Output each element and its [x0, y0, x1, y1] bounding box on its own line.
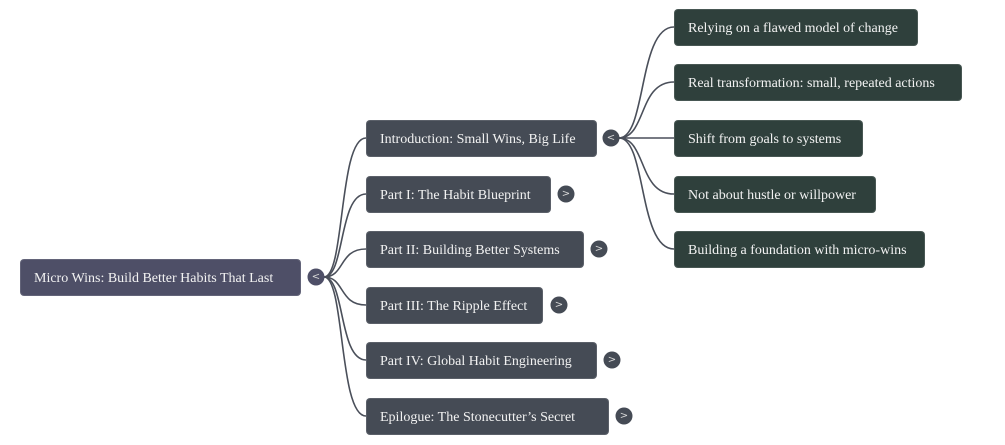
chapter-to-topic-link: [618, 26, 675, 139]
root-to-chapter-link: [323, 193, 367, 278]
chapter-to-topic-link: [618, 81, 675, 139]
topic-node[interactable]: Not about hustle or willpower: [674, 176, 876, 213]
topic-node[interactable]: Shift from goals to systems: [674, 120, 863, 157]
root-to-chapter-link: [323, 276, 367, 306]
chapter-expand-toggle[interactable]: >: [550, 296, 568, 314]
root-to-chapter-link: [323, 248, 367, 278]
root-label: Micro Wins: Build Better Habits That Las…: [34, 271, 274, 286]
topic-label: Not about hustle or willpower: [688, 188, 856, 203]
chapter-node-part-4[interactable]: Part IV: Global Habit Engineering: [366, 342, 597, 379]
root-to-chapter-link: [323, 137, 367, 278]
chapter-node-introduction[interactable]: Introduction: Small Wins, Big Life: [366, 120, 597, 157]
topic-node[interactable]: Real transformation: small, repeated act…: [674, 64, 962, 101]
chapter-label: Part III: The Ripple Effect: [380, 299, 528, 314]
chapter-expand-toggle[interactable]: >: [603, 351, 621, 369]
chapter-node-part-3[interactable]: Part III: The Ripple Effect: [366, 287, 543, 324]
chapter-expand-toggle[interactable]: >: [615, 407, 633, 425]
chapter-label: Introduction: Small Wins, Big Life: [380, 132, 576, 147]
chapter-label: Part II: Building Better Systems: [380, 243, 560, 258]
chapter-to-topic-link: [618, 137, 675, 195]
chapter-label: Part IV: Global Habit Engineering: [380, 354, 572, 369]
topic-node[interactable]: Building a foundation with micro-wins: [674, 231, 925, 268]
topic-label: Real transformation: small, repeated act…: [688, 76, 935, 91]
chapter-node-part-1[interactable]: Part I: The Habit Blueprint: [366, 176, 551, 213]
topic-label: Shift from goals to systems: [688, 132, 842, 147]
topic-label: Building a foundation with micro-wins: [688, 243, 907, 258]
chapter-node-epilogue[interactable]: Epilogue: The Stonecutter’s Secret: [366, 398, 609, 435]
root-node[interactable]: Micro Wins: Build Better Habits That Las…: [20, 259, 301, 296]
chapter-node-part-2[interactable]: Part II: Building Better Systems: [366, 231, 584, 268]
topic-node[interactable]: Relying on a flawed model of change: [674, 9, 918, 46]
chapter-collapse-toggle[interactable]: <: [602, 129, 620, 147]
chapter-to-topic-link: [618, 137, 675, 250]
chapter-expand-toggle[interactable]: >: [557, 185, 575, 203]
topic-label: Relying on a flawed model of change: [688, 21, 898, 36]
root-to-chapter-link: [323, 276, 367, 417]
chapter-label: Part I: The Habit Blueprint: [380, 188, 531, 203]
root-collapse-toggle[interactable]: <: [307, 268, 325, 286]
chapter-expand-toggle[interactable]: >: [590, 240, 608, 258]
root-to-chapter-link: [323, 276, 367, 361]
chapter-label: Epilogue: The Stonecutter’s Secret: [380, 410, 576, 425]
